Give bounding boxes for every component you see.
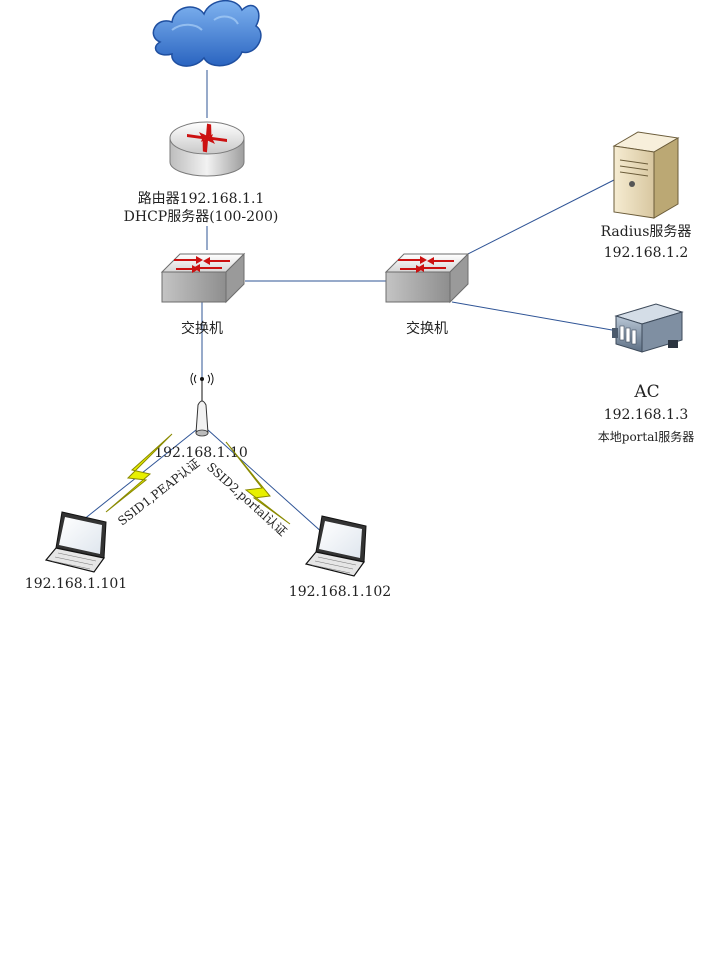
cloud-icon [152, 0, 262, 67]
ac-label-line1: AC [633, 382, 659, 402]
ac-label-line3: 本地portal服务器 [598, 429, 694, 444]
access-point-icon [190, 372, 214, 437]
ap-label: 192.168.1.10 [154, 445, 248, 461]
router-label-line1: 路由器192.168.1.1 [138, 191, 265, 207]
wireless-bolt-left [105, 433, 173, 513]
laptop-icon [305, 515, 367, 577]
router-icon [169, 121, 245, 177]
ac-label-line2: 192.168.1.3 [604, 407, 689, 423]
switch-icon [161, 253, 245, 303]
ac-controller-icon [612, 303, 684, 353]
link-ap-laptop2 [207, 429, 325, 535]
laptop1-label: 192.168.1.101 [25, 576, 127, 592]
router-label-line2: DHCP服务器(100-200) [124, 209, 279, 225]
laptop2-label: 192.168.1.102 [289, 584, 391, 600]
radius-label-line1: Radius服务器 [601, 224, 692, 240]
link-switch-right-radius [459, 179, 615, 259]
switch-left-label: 交换机 [181, 320, 223, 337]
radius-label-line2: 192.168.1.2 [604, 245, 689, 261]
server-icon [612, 131, 680, 219]
wireless-bolt-right [225, 441, 291, 525]
switch-right-label: 交换机 [406, 320, 448, 337]
ssid2-label: SSID2,portal认证 [204, 460, 290, 539]
laptop-icon [45, 511, 107, 573]
link-switch-right-ac [451, 301, 613, 331]
switch-icon [385, 253, 469, 303]
